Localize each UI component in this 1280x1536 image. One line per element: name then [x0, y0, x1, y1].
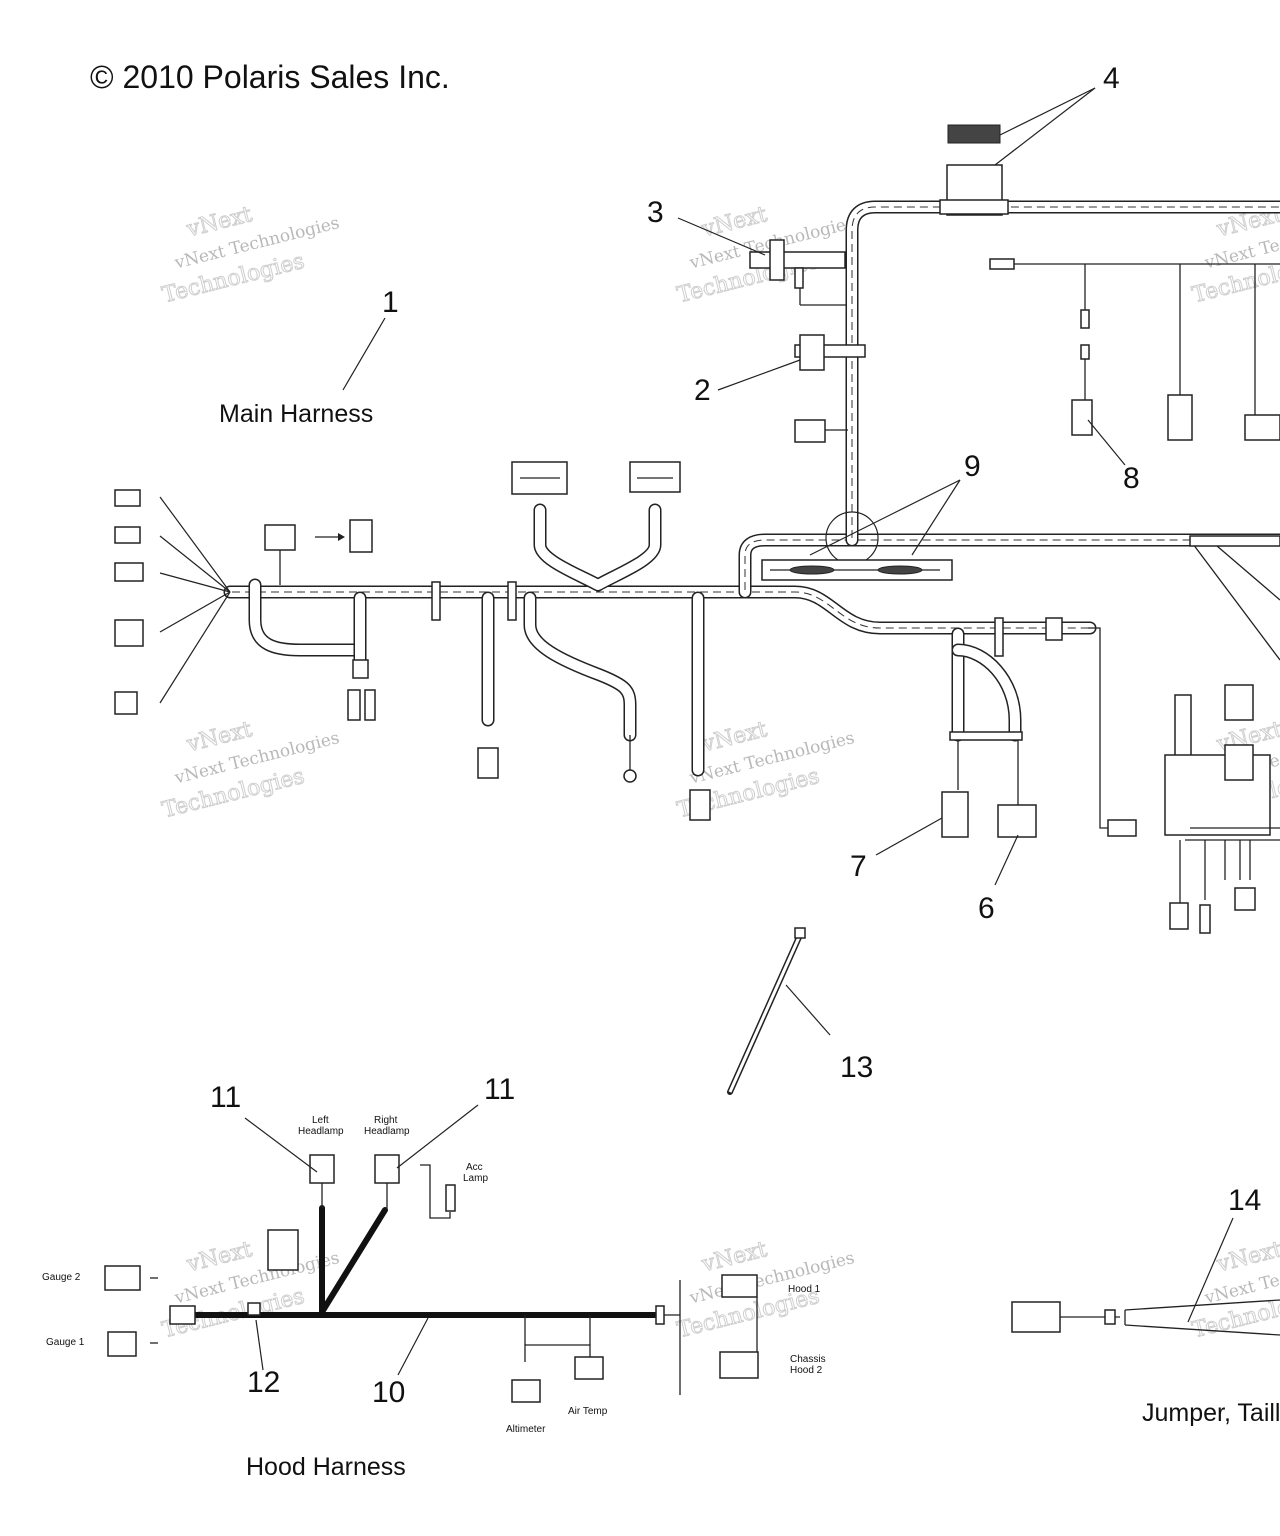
callout-11-left: 11 — [210, 1081, 241, 1114]
acc-lamp-label: Acc — [466, 1162, 483, 1173]
callout-12: 12 — [247, 1366, 280, 1399]
callout-14: 14 — [1228, 1184, 1261, 1217]
callout-3: 3 — [647, 196, 664, 229]
callout-13: 13 — [840, 1051, 873, 1084]
callout-11-right: 11 — [484, 1073, 515, 1106]
callout-numbers: 1 2 3 4 6 7 8 9 10 11 11 12 13 14 — [210, 62, 1261, 1409]
svg-text:Headlamp: Headlamp — [364, 1126, 410, 1137]
hood-harness-caption: Hood Harness — [246, 1453, 406, 1481]
leader-lines — [244, 87, 1234, 1376]
svg-text:Headlamp: Headlamp — [298, 1126, 344, 1137]
altimeter-label: Altimeter — [506, 1424, 546, 1435]
chassis-hood2-label: Chassis — [790, 1354, 826, 1365]
svg-text:Hood 2: Hood 2 — [790, 1365, 823, 1376]
main-harness — [114, 124, 1280, 934]
gauge1-label: Gauge 1 — [46, 1337, 85, 1348]
watermark-9: vNext vNext Technologies Technologies — [1189, 1237, 1280, 1344]
svg-text:Lamp: Lamp — [463, 1173, 488, 1184]
callout-4: 4 — [1103, 62, 1120, 95]
watermark-2: vNext vNext Technologies Technologies — [674, 202, 856, 309]
callout-2: 2 — [694, 374, 711, 407]
jumper-caption: Jumper, Taill — [1142, 1399, 1280, 1427]
hood1-label: Hood 1 — [788, 1284, 821, 1295]
watermark-1: vNext vNext Technologies Technologies — [159, 202, 341, 309]
right-headlamp-label: Right — [374, 1115, 398, 1126]
watermark-8: vNext vNext Technologies Technologies — [674, 1237, 856, 1344]
callout-8: 8 — [1123, 462, 1140, 495]
callout-9: 9 — [964, 450, 981, 483]
left-headlamp-label: Left — [312, 1115, 329, 1126]
gauge2-label: Gauge 2 — [42, 1272, 81, 1283]
hood-labels: Left Headlamp Right Headlamp Acc Lamp Ga… — [42, 1115, 826, 1435]
copyright-notice: © 2010 Polaris Sales Inc. — [90, 59, 450, 95]
callout-6: 6 — [978, 892, 995, 925]
air-temp-label: Air Temp — [568, 1406, 608, 1417]
hood-harness — [104, 1154, 759, 1403]
jumper-14 — [1011, 1299, 1280, 1336]
main-harness-caption: Main Harness — [219, 400, 373, 428]
callout-10: 10 — [372, 1376, 405, 1409]
zip-tie-13 — [727, 927, 806, 1095]
watermark-4: vNext vNext Technologies Technologies — [159, 717, 341, 824]
callout-7: 7 — [850, 850, 867, 883]
callout-1: 1 — [382, 286, 399, 319]
